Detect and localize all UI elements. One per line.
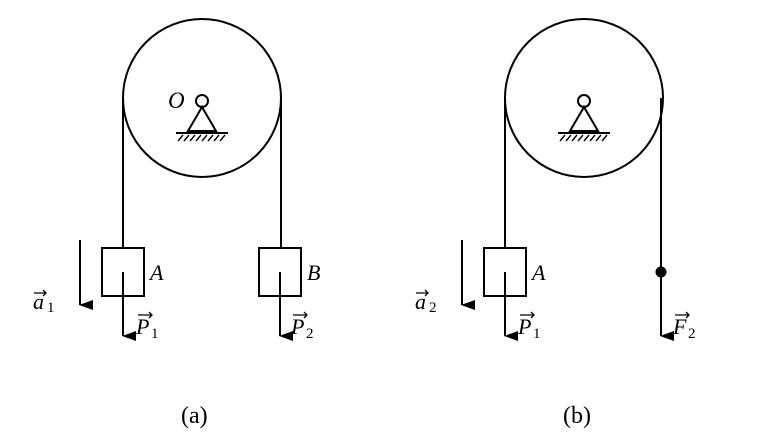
accel-sub-a2: 2	[429, 300, 437, 316]
force-label-f2: F	[672, 314, 687, 339]
vec-mark-p2	[293, 311, 308, 319]
figure-b	[416, 18, 690, 341]
vec-mark-p1-b	[520, 311, 535, 319]
accel-sub-a1: 1	[47, 300, 55, 316]
weight-label-p1-a: P	[135, 314, 149, 339]
accel-label-a2: a	[415, 289, 426, 314]
block-a-label-b: A	[530, 260, 546, 285]
weight-label-p1-b: P	[517, 314, 531, 339]
vec-mark-a2	[416, 289, 429, 297]
force-application-point	[655, 266, 667, 278]
vec-mark-p1	[138, 311, 153, 319]
figure-a	[34, 18, 308, 341]
vec-mark-a1	[34, 289, 47, 297]
force-sub-f2: 2	[688, 326, 696, 342]
accel-label-a1: a	[33, 289, 44, 314]
caption-b: (b)	[563, 403, 591, 429]
weight-sub-p2: 2	[306, 326, 314, 342]
pivot-label-o: O	[168, 88, 185, 113]
caption-a: (a)	[181, 403, 208, 429]
pivot-support-b	[558, 94, 610, 142]
weight-sub-p1-b: 1	[533, 326, 541, 342]
block-b-label: B	[307, 260, 320, 285]
vec-mark-f2	[675, 311, 690, 319]
block-a-label: A	[148, 260, 164, 285]
weight-sub-p1-a: 1	[151, 326, 159, 342]
weight-label-p2: P	[290, 314, 304, 339]
pivot-support-a	[176, 94, 228, 142]
